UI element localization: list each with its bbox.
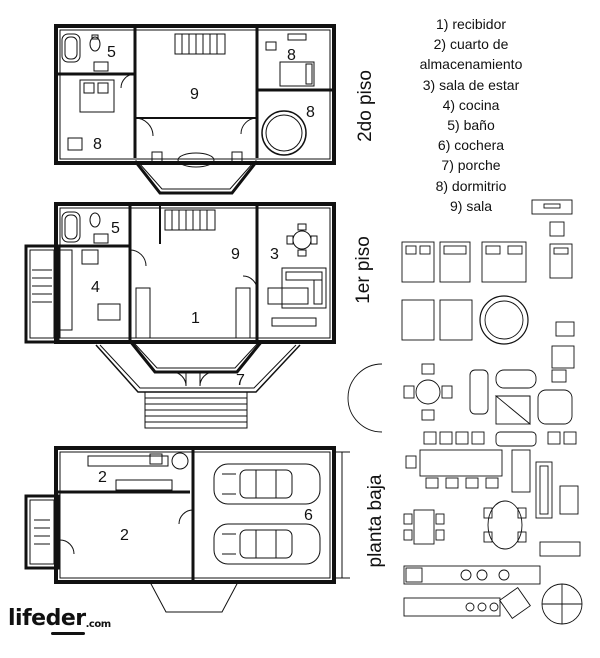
room-label: 5	[111, 220, 120, 237]
first-floor-plan	[24, 202, 336, 429]
room-label: 2	[120, 527, 129, 544]
floor-label-first: 1er piso	[353, 236, 374, 304]
car-top	[213, 463, 321, 505]
room-label: 6	[304, 507, 313, 524]
second-floor-plan	[54, 24, 336, 195]
room-label: 1	[191, 310, 200, 327]
room-label: 8	[93, 136, 102, 153]
room-label: 9	[231, 246, 240, 263]
room-label: 9	[190, 86, 199, 103]
legend-item: 2) cuarto de	[433, 36, 509, 53]
room-label: 3	[270, 246, 279, 263]
logo-domain: .com	[85, 619, 112, 630]
room-legend: 1) recibidor 2) cuarto de almacenamiento…	[404, 14, 538, 216]
floor-label-second: 2do piso	[355, 70, 376, 142]
legend-item: 4) cocina	[442, 96, 500, 113]
legend-item: 7) porche	[441, 157, 501, 174]
legend-item: almacenamiento	[419, 56, 523, 73]
room-label: 5	[107, 44, 116, 61]
legend-item: 3) sala de estar	[422, 76, 520, 93]
room-numbers: 5 8 9 8 8 5 9 3 4 1 7 2 2 6	[91, 44, 315, 544]
room-label: 8	[306, 104, 315, 121]
logo-underline	[51, 632, 85, 635]
legend-item: 9) sala	[449, 197, 493, 214]
logo-name: lifeder	[8, 606, 86, 631]
legend-item: 5) baño	[447, 117, 495, 134]
room-label: 2	[98, 469, 107, 486]
furniture-catalog	[347, 199, 583, 625]
room-label: 4	[91, 279, 100, 296]
lifeder-logo: lifeder.com	[8, 606, 112, 635]
floor-label-ground: planta baja	[365, 474, 386, 568]
legend-item: 8) dormitrio	[435, 177, 507, 194]
legend-item: 6) cochera	[437, 137, 505, 154]
room-label: 8	[287, 47, 296, 64]
legend-item: 1) recibidor	[435, 16, 507, 32]
ground-floor-plan	[24, 446, 350, 613]
car-bottom	[213, 523, 321, 565]
room-label: 7	[236, 372, 245, 389]
